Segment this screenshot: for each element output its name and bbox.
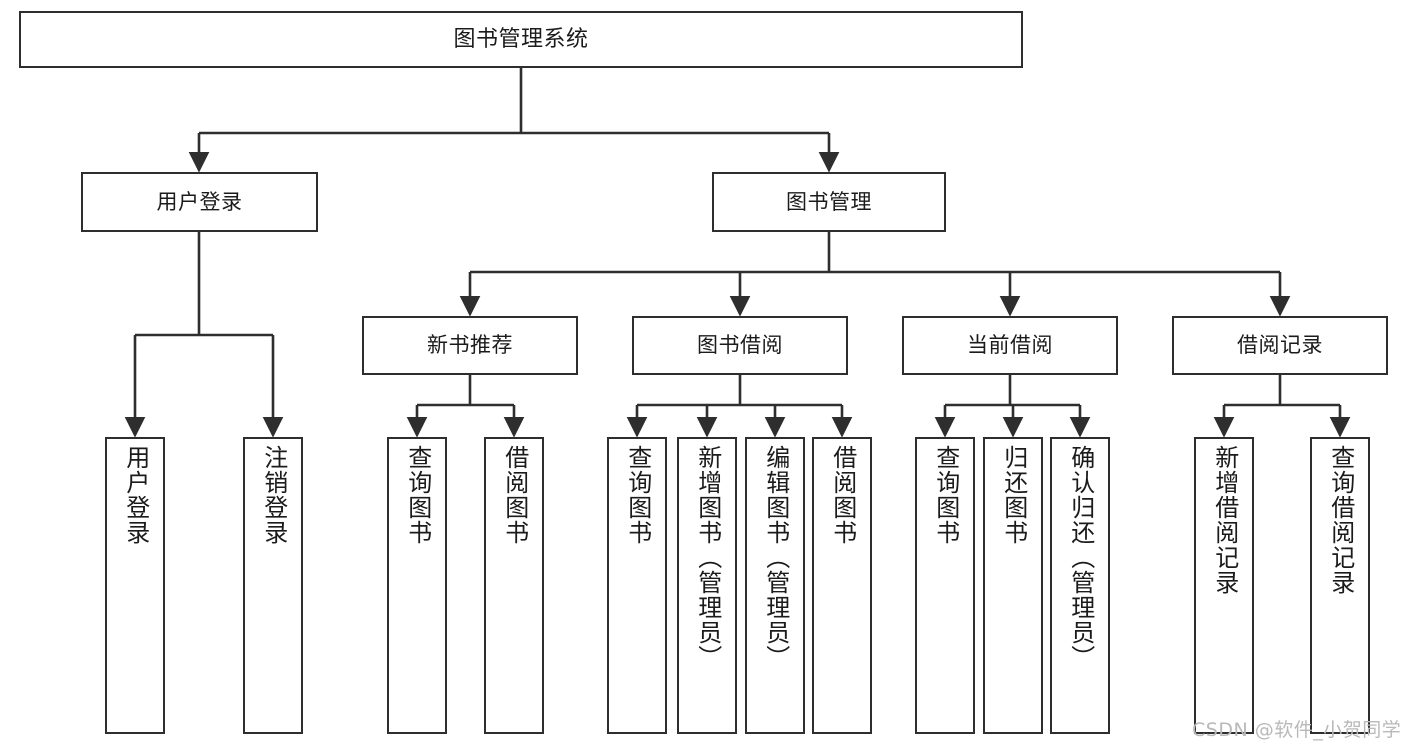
node-leaf-query-book-1-label: 查询图书 <box>403 445 432 545</box>
node-leaf-query-book-3[interactable]: 查询图书 <box>915 437 975 734</box>
node-current-borrow[interactable]: 当前借阅 <box>902 316 1118 375</box>
node-new-book-recommend[interactable]: 新书推荐 <box>362 316 578 375</box>
node-leaf-add-book-admin-label: 新增图书（管理员） <box>693 445 722 670</box>
node-borrow-record-label: 借阅记录 <box>1237 333 1323 358</box>
node-leaf-borrow-book-1-label: 借阅图书 <box>500 445 529 545</box>
node-leaf-borrow-book-1[interactable]: 借阅图书 <box>484 437 544 734</box>
node-root[interactable]: 图书管理系统 <box>19 11 1023 68</box>
watermark-credit: CSDN @软件_小贺同学 <box>1192 719 1402 741</box>
node-leaf-return-book-label: 归还图书 <box>999 445 1028 545</box>
node-book-manage[interactable]: 图书管理 <box>712 172 946 232</box>
node-leaf-edit-book-admin-label: 编辑图书（管理员） <box>761 445 790 670</box>
node-leaf-add-book-admin[interactable]: 新增图书（管理员） <box>677 437 737 734</box>
node-leaf-user-login[interactable]: 用户登录 <box>105 437 165 734</box>
node-leaf-confirm-return-admin[interactable]: 确认归还（管理员） <box>1050 437 1110 734</box>
node-user-login-label: 用户登录 <box>156 189 243 214</box>
node-leaf-edit-book-admin[interactable]: 编辑图书（管理员） <box>745 437 805 734</box>
node-leaf-query-book-1[interactable]: 查询图书 <box>387 437 447 734</box>
node-leaf-query-book-2-label: 查询图书 <box>623 445 652 545</box>
node-new-book-recommend-label: 新书推荐 <box>427 333 513 358</box>
node-book-manage-label: 图书管理 <box>786 189 872 214</box>
node-leaf-query-book-3-label: 查询图书 <box>931 445 960 545</box>
node-leaf-query-borrow-record[interactable]: 查询借阅记录 <box>1310 437 1370 734</box>
node-root-label: 图书管理系统 <box>453 26 589 52</box>
node-book-borrow-label: 图书借阅 <box>697 333 783 358</box>
node-current-borrow-label: 当前借阅 <box>967 333 1053 358</box>
node-leaf-add-borrow-record[interactable]: 新增借阅记录 <box>1194 437 1254 734</box>
node-leaf-borrow-book-2-label: 借阅图书 <box>828 445 857 545</box>
node-leaf-query-borrow-record-label: 查询借阅记录 <box>1326 445 1355 595</box>
node-leaf-user-logout-label: 注销登录 <box>259 445 288 545</box>
node-user-login[interactable]: 用户登录 <box>81 172 318 232</box>
node-leaf-user-logout[interactable]: 注销登录 <box>243 437 303 734</box>
node-leaf-confirm-return-admin-label: 确认归还（管理员） <box>1066 445 1095 670</box>
node-leaf-query-book-2[interactable]: 查询图书 <box>607 437 667 734</box>
node-leaf-return-book[interactable]: 归还图书 <box>983 437 1043 734</box>
node-book-borrow[interactable]: 图书借阅 <box>632 316 848 375</box>
node-leaf-borrow-book-2[interactable]: 借阅图书 <box>812 437 872 734</box>
node-leaf-user-login-label: 用户登录 <box>121 445 150 545</box>
node-leaf-add-borrow-record-label: 新增借阅记录 <box>1210 445 1239 595</box>
node-borrow-record[interactable]: 借阅记录 <box>1172 316 1388 375</box>
